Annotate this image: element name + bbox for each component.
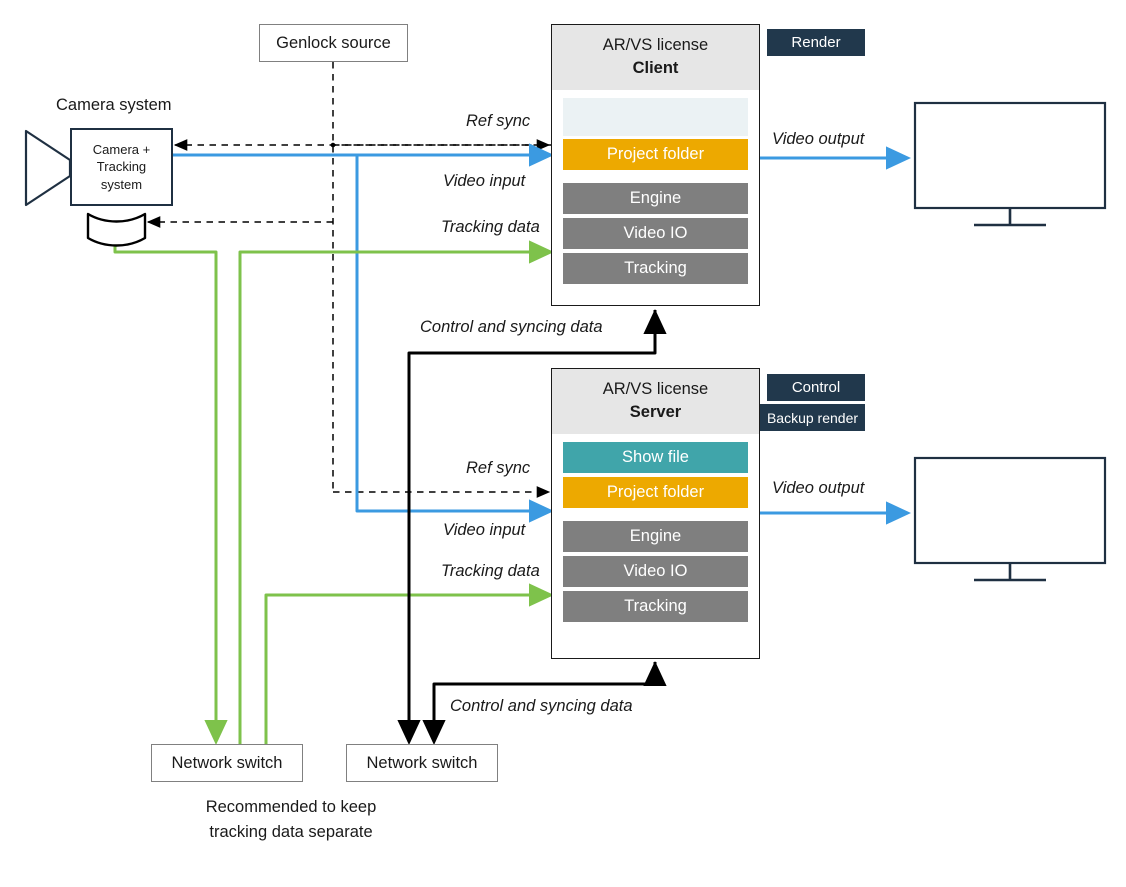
camera-body-line1: Camera + xyxy=(92,142,151,158)
server-bar-video-io[interactable]: Video IO xyxy=(563,555,748,587)
camera-sensor-icon xyxy=(86,212,147,247)
server-bar-tracking[interactable]: Tracking xyxy=(563,590,748,622)
wire-tracking-switch-to-server xyxy=(264,583,554,745)
client-badge-render: Render xyxy=(767,29,865,56)
label-video-output-client: Video output xyxy=(772,130,865,148)
camera-tracking-system-box: Camera + Tracking system xyxy=(70,128,173,206)
label-ref-sync-server: Ref sync xyxy=(466,459,531,477)
server-bar-engine[interactable]: Engine xyxy=(563,520,748,552)
server-badge-control: Control xyxy=(767,374,865,401)
server-bar-project-folder[interactable]: Project folder xyxy=(563,476,748,508)
network-switch-tracking-label: Network switch xyxy=(171,753,283,772)
wire-junction-dot xyxy=(330,142,336,148)
note-line-2: tracking data separate xyxy=(209,822,373,841)
server-module-list: Show file Project folder Engine Video IO… xyxy=(552,434,759,635)
camera-system-caption: Camera system xyxy=(56,96,172,114)
client-module-list: Project folder Engine Video IO Tracking xyxy=(552,90,759,297)
client-role-label: Client xyxy=(632,58,679,77)
client-bar-placeholder xyxy=(563,97,748,136)
server-header: AR/VS license Server xyxy=(552,369,759,434)
client-bar-tracking[interactable]: Tracking xyxy=(563,252,748,284)
monitor-server-icon xyxy=(913,456,1107,582)
camera-lens-icon xyxy=(24,129,72,207)
camera-body-line2: Tracking xyxy=(96,159,147,175)
network-switch-control[interactable]: Network switch xyxy=(346,744,498,782)
monitor-client-icon xyxy=(913,101,1107,227)
wire-tracking-sensor-to-switch xyxy=(113,230,228,745)
tracking-separation-note: Recommended to keep tracking data separa… xyxy=(151,795,431,845)
wire-tracking-switch-to-client xyxy=(238,240,554,745)
client-license-label: AR/VS license xyxy=(602,36,709,54)
client-bar-project-folder[interactable]: Project folder xyxy=(563,138,748,170)
camera-body-line3: system xyxy=(100,176,143,192)
client-bar-engine[interactable]: Engine xyxy=(563,182,748,214)
server-badge-backup-render: Backup render xyxy=(760,404,865,431)
server-machine-box[interactable]: AR/VS license Server Show file Project f… xyxy=(551,368,760,659)
label-video-output-server: Video output xyxy=(772,479,865,497)
label-tracking-data-server: Tracking data xyxy=(441,562,540,580)
server-bar-show-file[interactable]: Show file xyxy=(563,441,748,473)
server-role-label: Server xyxy=(629,402,682,421)
label-ref-sync-client: Ref sync xyxy=(466,112,531,130)
client-header: AR/VS license Client xyxy=(552,25,759,90)
genlock-source-box[interactable]: Genlock source xyxy=(259,24,408,62)
label-control-sync-client: Control and syncing data xyxy=(420,318,603,336)
note-line-1: Recommended to keep xyxy=(205,798,377,816)
client-machine-box[interactable]: AR/VS license Client Project folder Engi… xyxy=(551,24,760,306)
label-tracking-data-client: Tracking data xyxy=(441,218,540,236)
label-video-input-client: Video input xyxy=(443,172,526,190)
label-video-input-server: Video input xyxy=(443,521,526,539)
network-switch-control-label: Network switch xyxy=(366,753,478,772)
network-switch-tracking[interactable]: Network switch xyxy=(151,744,303,782)
label-control-sync-server: Control and syncing data xyxy=(450,697,633,715)
client-bar-video-io[interactable]: Video IO xyxy=(563,217,748,249)
wire-video-camera-to-server xyxy=(355,156,554,523)
genlock-source-label: Genlock source xyxy=(276,33,391,52)
server-license-label: AR/VS license xyxy=(602,380,709,398)
